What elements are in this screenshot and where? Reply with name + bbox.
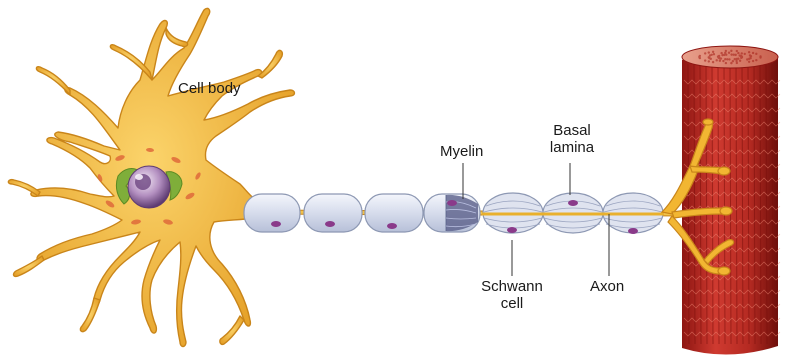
- label-schwann-cell-line2: cell: [473, 295, 551, 312]
- label-basal-lamina-line2: lamina: [540, 139, 604, 156]
- myelin-segment: [304, 194, 362, 232]
- label-basal-lamina-line1: Basal: [540, 122, 604, 139]
- myelin-segment-cutaway: [424, 194, 480, 232]
- muscle-fiber: [682, 46, 780, 355]
- label-schwann-cell-line1: Schwann: [473, 278, 551, 295]
- label-schwann-cell: Schwann cell: [473, 278, 551, 312]
- myelin-segment: [244, 194, 300, 232]
- label-basal-lamina: Basal lamina: [540, 122, 604, 156]
- schwann-cells: [482, 193, 664, 234]
- label-cell-body: Cell body: [178, 80, 241, 97]
- myelin-sheaths: [244, 194, 480, 232]
- myelin-segment: [365, 194, 423, 232]
- label-myelin: Myelin: [440, 143, 483, 160]
- label-axon: Axon: [590, 278, 624, 295]
